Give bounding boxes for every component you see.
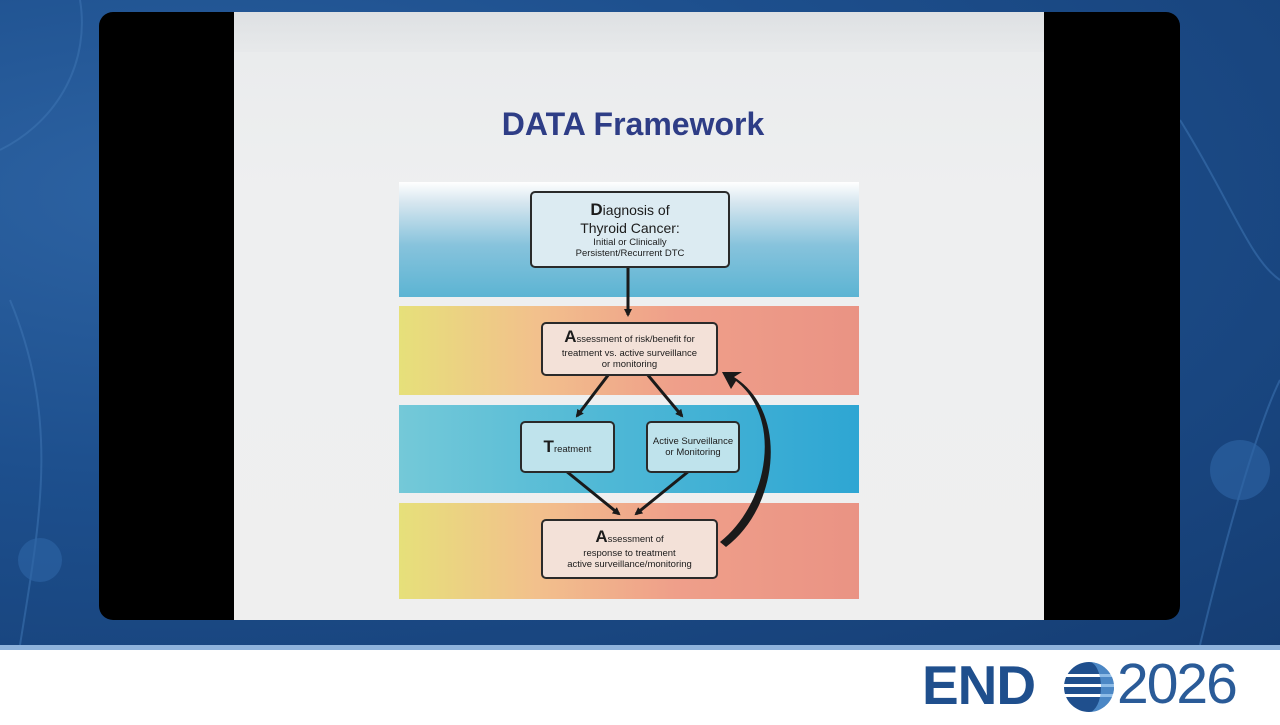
band-treatment bbox=[399, 405, 859, 493]
active-surveillance-box: Active Surveillance or Monitoring bbox=[646, 421, 740, 473]
slide-title: DATA Framework bbox=[501, 106, 765, 142]
endo-logo-year: 2026 bbox=[1117, 652, 1238, 716]
arrow-treatment-to-response bbox=[565, 469, 621, 516]
treatment-box: Treatment bbox=[520, 421, 615, 473]
arrow-to-surveillance bbox=[645, 373, 684, 418]
feedback-loop-arrow bbox=[720, 372, 771, 547]
slide-header-strip bbox=[234, 12, 1044, 52]
globe-icon bbox=[1064, 662, 1114, 712]
arrow-to-treatment bbox=[575, 373, 611, 418]
slide: DATA Framework Diagnosis of Thyroid Canc… bbox=[234, 12, 1044, 620]
video-player[interactable]: DATA Framework Diagnosis of Thyroid Canc… bbox=[99, 12, 1180, 620]
assessment-risk-box: Assessment of risk/benefit for treatment… bbox=[541, 322, 718, 376]
arrow-surveillance-to-response bbox=[634, 469, 690, 516]
flow-arrows bbox=[565, 266, 771, 547]
background-pattern bbox=[0, 0, 1280, 645]
diagnosis-box: Diagnosis of Thyroid Cancer: Initial or … bbox=[530, 191, 730, 268]
endo-logo-text: END bbox=[922, 654, 1036, 716]
assessment-response-box: Assessment of response to treatment acti… bbox=[541, 519, 718, 579]
